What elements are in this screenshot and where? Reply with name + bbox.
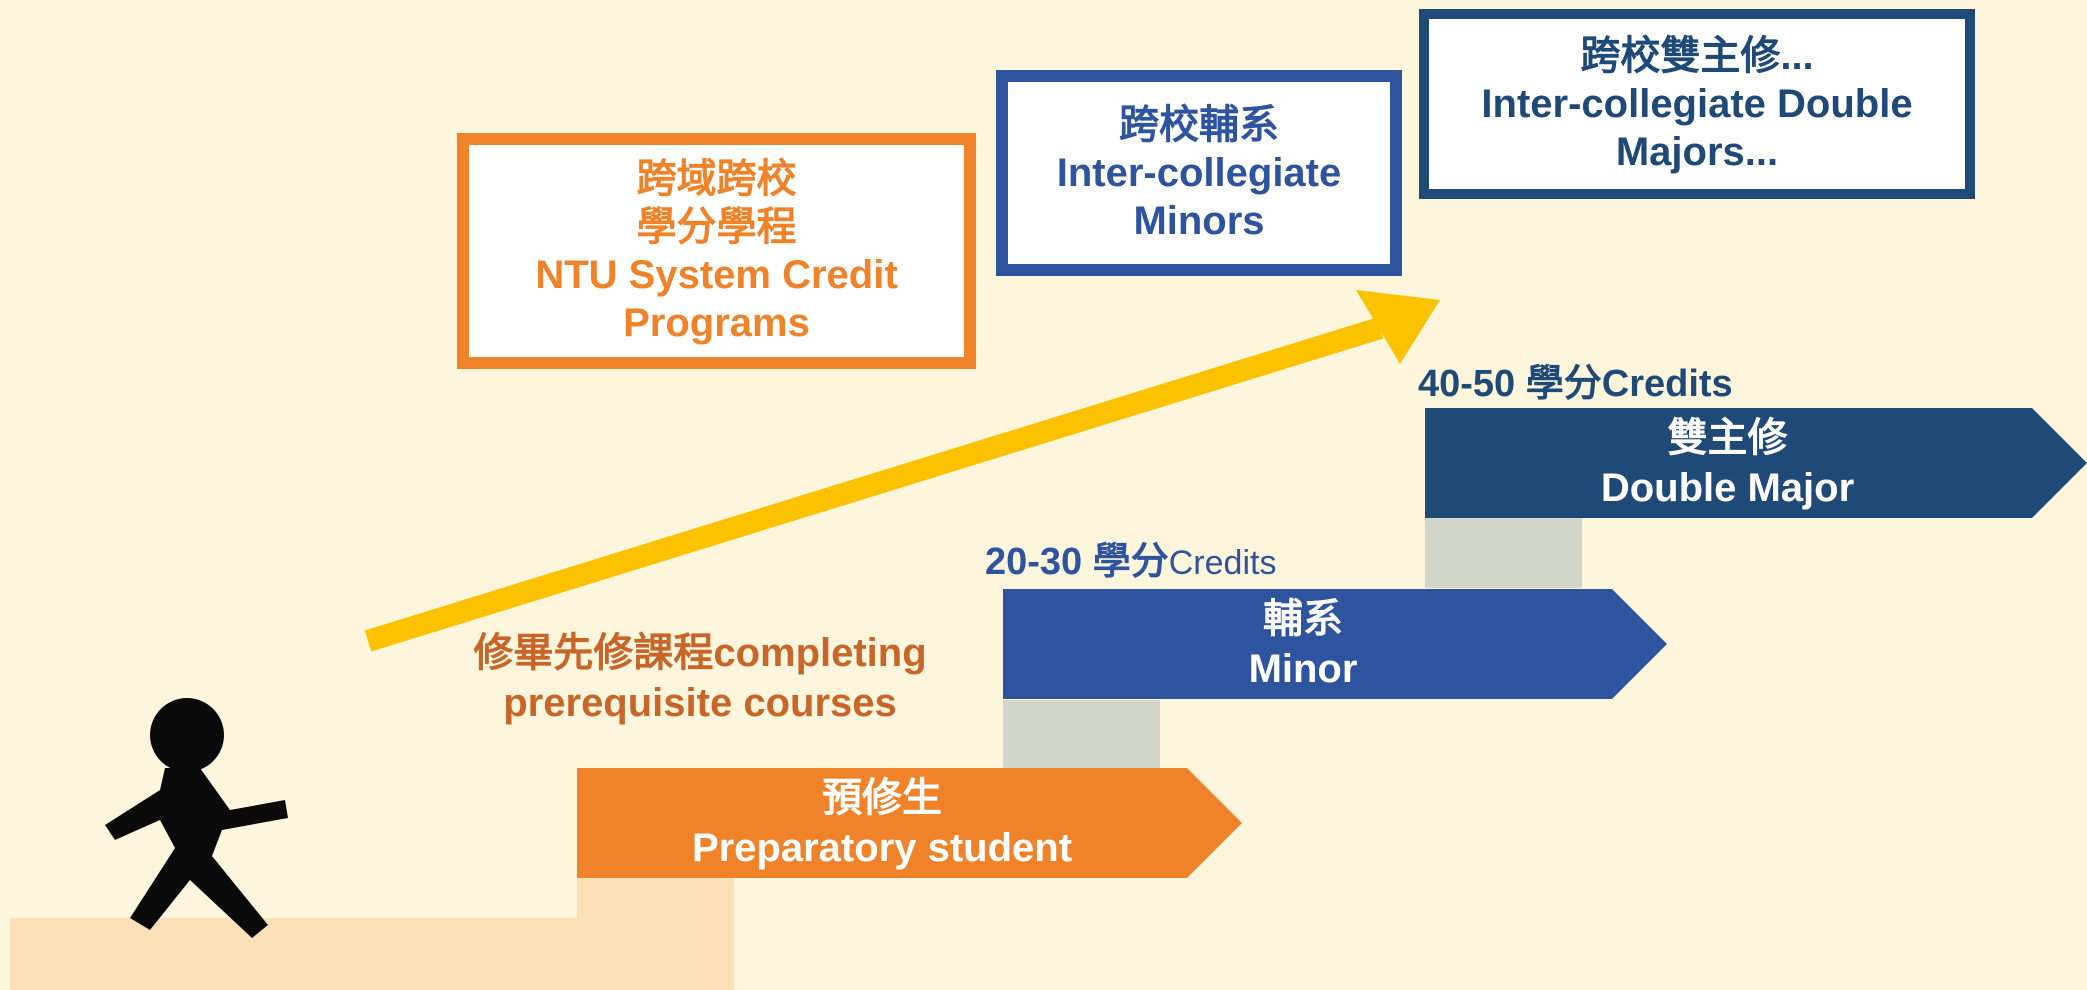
double-major-credits-unit: Credits <box>1601 363 1733 405</box>
system-credit-line3: NTU System Credit <box>535 253 898 297</box>
inter-double-line1: 跨校雙主修... <box>1580 34 1814 78</box>
double-major-arrow: 雙主修 Double Major <box>1425 408 2030 518</box>
minor-arrow-shape <box>1003 589 1667 699</box>
minor-credits: 20-30 學分Credits <box>985 530 1276 585</box>
double-major-arrow-shape <box>1425 408 2087 518</box>
preparatory-label-zh: 預修生 <box>822 776 942 820</box>
system-credit-programs-box: 跨域跨校 學分學程 NTU System Credit Programs <box>457 133 976 369</box>
inter-minor-line3: Minors <box>1133 199 1265 243</box>
inter-double-line3: Majors... <box>1615 130 1779 174</box>
double-major-credits-range: 40-50 學分 <box>1418 363 1602 405</box>
walking-person-icon <box>105 698 288 938</box>
inter-collegiate-minors-box: 跨校輔系 Inter-collegiate Minors <box>996 70 1402 276</box>
floor-step <box>10 918 577 990</box>
preparatory-arrow-shape <box>577 768 1242 878</box>
minor-label-en: Minor <box>1248 647 1358 691</box>
diagonal-up-arrow-icon <box>364 290 1440 652</box>
preparatory-arrow: 預修生 Preparatory student <box>577 768 1187 878</box>
inter-double-line2: Inter-collegiate Double <box>1481 82 1913 126</box>
prerequisite-line2: prerequisite courses <box>503 681 897 725</box>
double-major-credits: 40-50 學分Credits <box>1418 352 1733 407</box>
minor-credits-unit: Credits <box>1168 544 1277 582</box>
inter-collegiate-double-majors-box: 跨校雙主修... Inter-collegiate Double Majors.… <box>1419 9 1975 199</box>
system-credit-line1: 跨域跨校 <box>636 157 797 201</box>
system-credit-line2: 學分學程 <box>636 205 797 249</box>
double-major-label-en: Double Major <box>1600 466 1855 510</box>
system-credit-line4: Programs <box>623 301 810 345</box>
inter-minor-line2: Inter-collegiate <box>1056 151 1342 195</box>
double-major-label-zh: 雙主修 <box>1667 416 1788 460</box>
minor-credits-range: 20-30 學分 <box>985 541 1169 583</box>
step-riser-2 <box>1003 700 1160 768</box>
minor-label-zh: 輔系 <box>1263 597 1343 641</box>
prerequisite-text: 修畢先修課程completing prerequisite courses <box>440 628 960 728</box>
prerequisite-line1: 修畢先修課程completing <box>473 631 927 675</box>
minor-arrow: 輔系 Minor <box>1003 589 1603 699</box>
step-riser-3 <box>1425 518 1582 588</box>
inter-minor-line1: 跨校輔系 <box>1119 103 1279 147</box>
step-riser-1 <box>577 878 734 990</box>
preparatory-label-en: Preparatory student <box>691 826 1073 870</box>
